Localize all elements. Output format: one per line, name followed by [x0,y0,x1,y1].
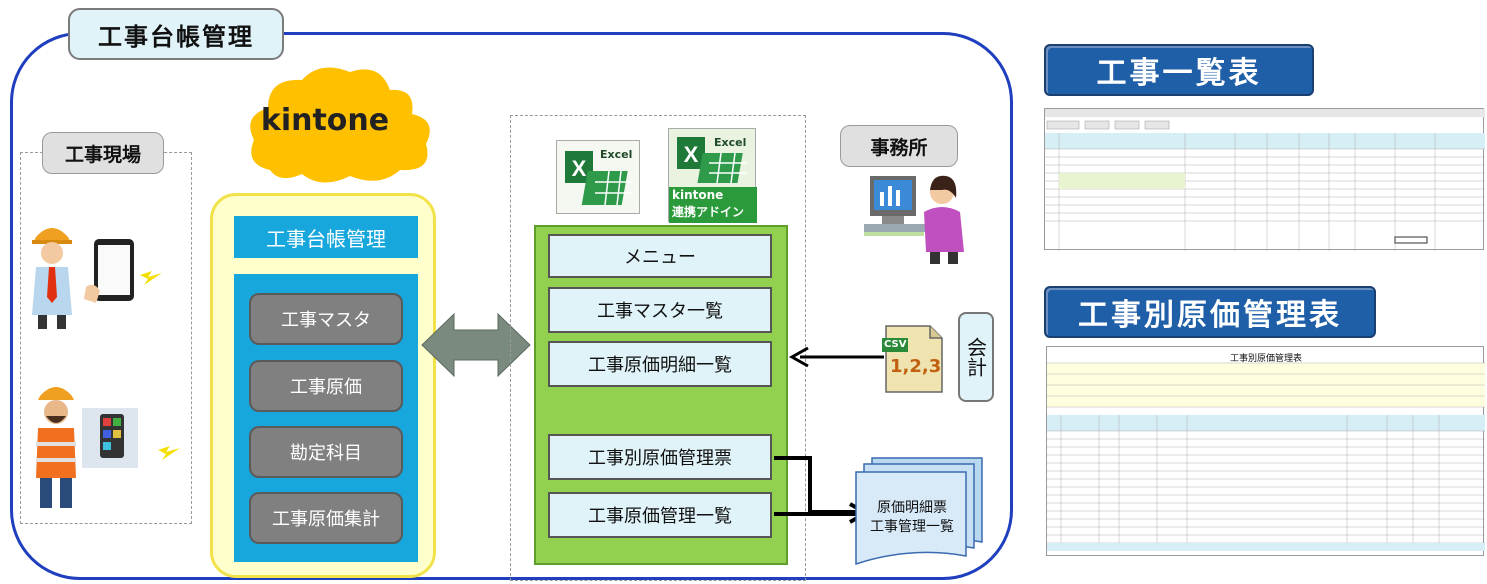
cost-management-sheet-button[interactable]: 工事別原価管理票 [548,434,772,480]
excel-addin-label: Excel [714,136,747,149]
sheet2-heading: 工事別原価管理表 [1229,354,1302,364]
csv-import-arrow [788,346,884,368]
output-doc-line2: 工事管理一覧 [870,519,954,535]
menu-button[interactable]: メニュー [548,234,772,278]
excel-addin-icon: X [668,128,757,223]
site-label: 工事現場 [42,132,164,174]
output-document-icon [855,457,983,566]
construction-list-title: 工事一覧表 [1044,44,1314,96]
app-item-cost-summary[interactable]: 工事原価集計 [249,492,403,544]
worker-phone-icon [36,387,180,508]
excel-addin-logo-icon: X [669,137,757,223]
cost-management-sheet: 工事別原価管理表 [1046,346,1485,556]
output-doc-line1: 原価明細票 [877,500,947,516]
addin-line2: 連携アドイン [672,205,745,219]
accounting-label: 会計 [958,312,994,402]
spreadsheet-grid-icon [1045,109,1485,251]
app-item-construction-cost[interactable]: 工事原価 [249,360,403,412]
office-worker-icon [864,175,964,264]
svg-text:X: X [684,142,699,167]
excel-icon-label: Excel [600,148,633,161]
main-frame [10,32,1013,580]
app-item-account-title[interactable]: 勘定科目 [249,426,403,478]
cost-management-title: 工事別原価管理表 [1044,286,1376,338]
accounting-text: 会計 [963,337,988,377]
cost-detail-list-button[interactable]: 工事原価明細一覧 [548,341,772,387]
office-label: 事務所 [840,125,958,167]
addin-line1: kintone [672,188,724,202]
construction-master-list-button[interactable]: 工事マスタ一覧 [548,287,772,333]
svg-text:X: X [572,156,587,181]
page-title: 工事台帳管理 [68,8,284,60]
excel-logo-icon: X [565,151,633,206]
kintone-cloud-label: kintone [260,103,390,138]
spreadsheet-grid-icon [1047,362,1485,551]
csv-file-icon [882,325,943,393]
construction-list-sheet [1044,108,1485,251]
cost-management-list-button[interactable]: 工事原価管理一覧 [548,492,772,538]
kintone-cloud-icon [250,67,430,183]
app-item-construction-master[interactable]: 工事マスタ [249,293,403,345]
excel-icon: X [556,140,640,214]
double-arrow-icon [421,312,531,378]
csv-numbers: 1,2,3 [890,356,942,377]
worker-tablet-icon [32,228,162,329]
kintone-app-header: 工事台帳管理 [234,216,418,258]
csv-label: CSV [884,339,907,350]
